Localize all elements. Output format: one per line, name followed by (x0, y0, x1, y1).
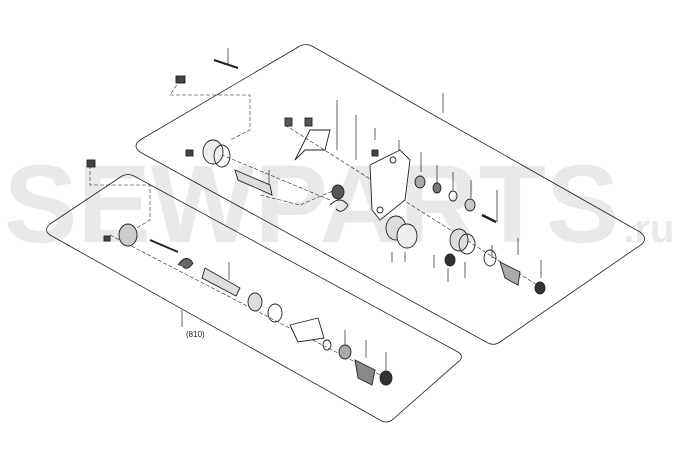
lower-assembly-panel (46, 174, 462, 423)
watermark-suffix: .ru (623, 207, 675, 251)
upper-assembly-panel (135, 44, 645, 345)
upper-parts (175, 59, 546, 295)
leader-lines (181, 48, 542, 370)
lower-parts (86, 159, 393, 386)
assembly-label: (810) (186, 330, 205, 339)
